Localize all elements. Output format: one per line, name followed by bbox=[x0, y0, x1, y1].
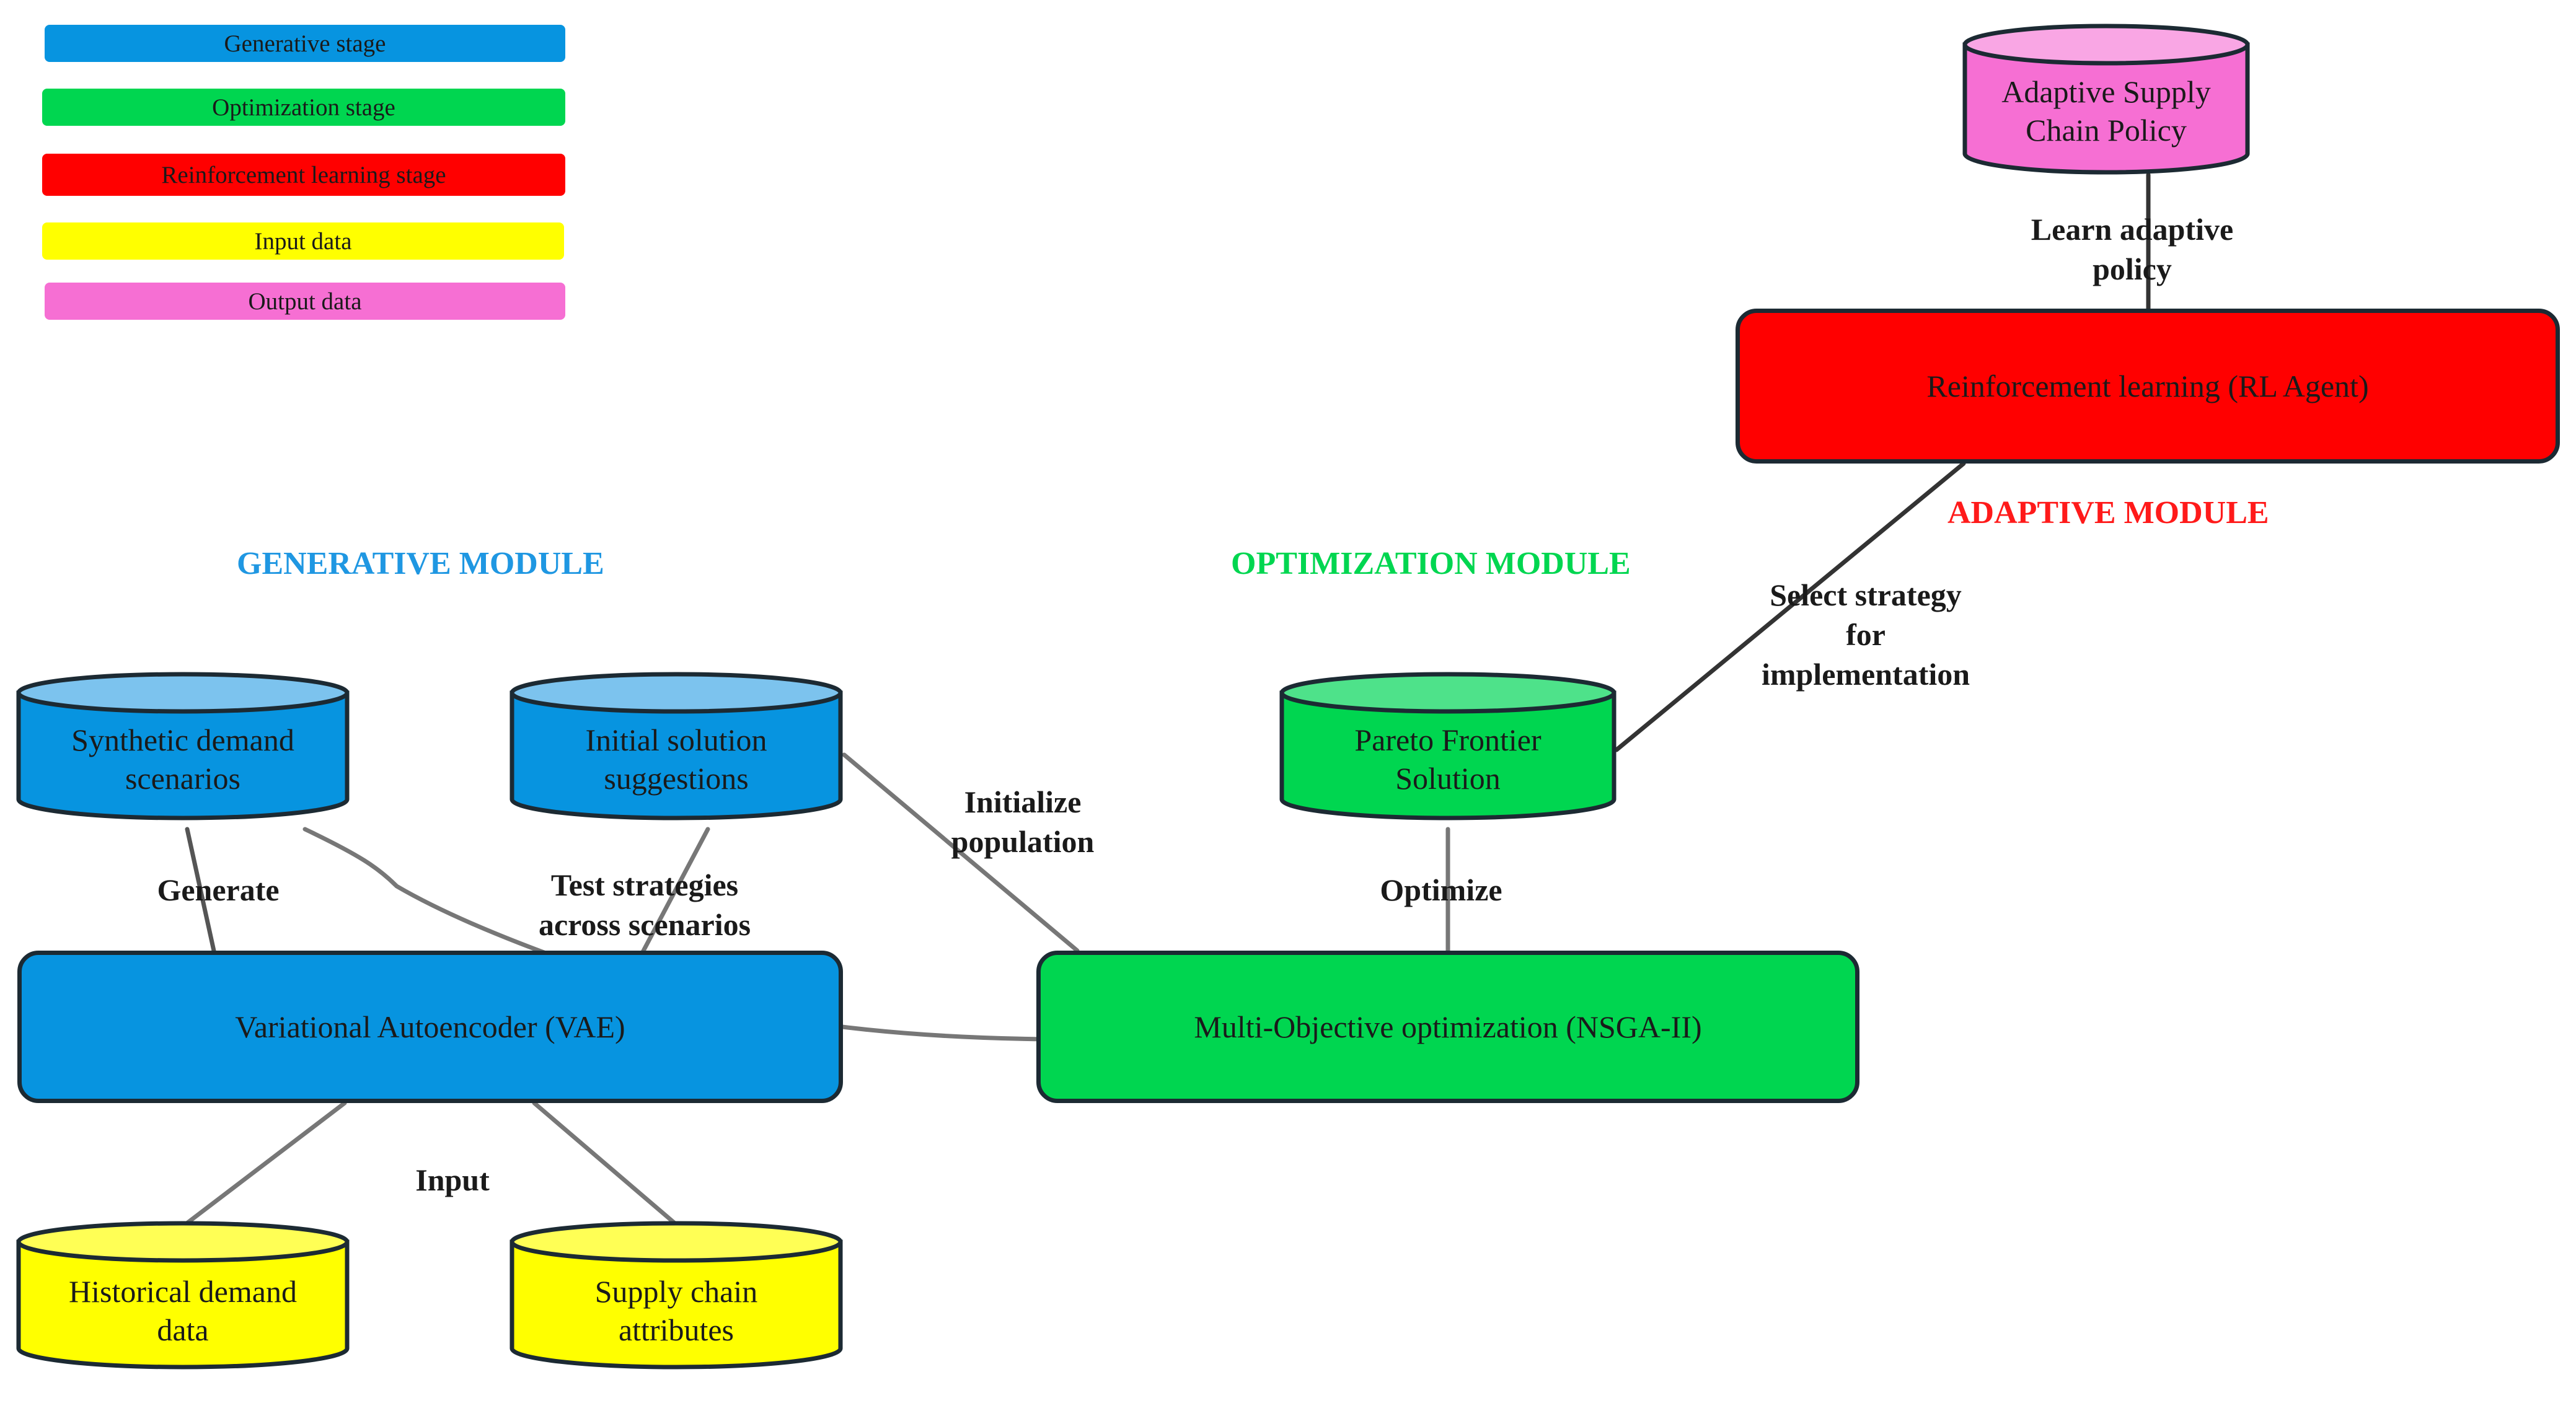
nsga-label: Multi-Objective optimization (NSGA-II) bbox=[1194, 1009, 1702, 1044]
pareto-cylinder-top bbox=[1279, 672, 1617, 714]
policy-label: Adaptive Supply Chain Policy bbox=[2001, 74, 2211, 147]
rl-label: Reinforcement learning (RL Agent) bbox=[1926, 369, 2369, 403]
synthetic-cylinder-top bbox=[16, 672, 350, 714]
historical-cylinder-body bbox=[16, 1239, 350, 1370]
edge-label-generate: Generate bbox=[157, 873, 280, 907]
edge-vae-historical bbox=[183, 1101, 347, 1226]
legend-output-data: Output data bbox=[45, 283, 565, 320]
supply-label: Supply chain attributes bbox=[594, 1274, 758, 1347]
initial-cylinder-top bbox=[509, 672, 843, 714]
edge-label-input: Input bbox=[415, 1163, 490, 1197]
edge-vae-synthetic bbox=[185, 827, 219, 967]
edge-vae-initial bbox=[639, 827, 710, 957]
supply-cylinder-body bbox=[509, 1239, 843, 1370]
edge-label-test: Test strategies across scenarios bbox=[538, 868, 751, 942]
edge-label-select: Select strategy for implementation bbox=[1761, 578, 1970, 692]
edge-label-optimize: Optimize bbox=[1380, 873, 1502, 907]
legend-input-data: Input data bbox=[42, 222, 564, 260]
generative-module-title: GENERATIVE MODULE bbox=[237, 546, 604, 581]
initial-cylinder bbox=[509, 672, 843, 820]
synthetic-cylinder bbox=[16, 672, 350, 820]
legend-generative-stage: Generative stage bbox=[45, 25, 565, 62]
pareto-label: Pareto Frontier Solution bbox=[1354, 723, 1542, 796]
historical-label: Historical demand data bbox=[69, 1274, 297, 1347]
historical-cylinder-top bbox=[16, 1221, 350, 1263]
cylinder-group bbox=[16, 24, 2250, 1370]
edge-vae-supply bbox=[532, 1101, 678, 1226]
edge-initial-nsga bbox=[842, 752, 1080, 953]
supply-cylinder-top bbox=[509, 1221, 843, 1263]
supply-cylinder bbox=[509, 1221, 843, 1370]
policy-cylinder bbox=[1962, 24, 2250, 175]
adaptive-module-title: ADAPTIVE MODULE bbox=[1947, 495, 2269, 530]
legend-rl-stage: Reinforcement learning stage bbox=[42, 154, 565, 196]
historical-cylinder bbox=[16, 1221, 350, 1370]
rl-node: Reinforcement learning (RL Agent) bbox=[1736, 309, 2560, 464]
edge-label-initialize: Initialize population bbox=[951, 785, 1095, 859]
pareto-cylinder-body bbox=[1279, 690, 1617, 820]
legend-optimization-stage: Optimization stage bbox=[42, 89, 565, 126]
policy-cylinder-body bbox=[1962, 42, 2250, 175]
policy-cylinder-top bbox=[1962, 24, 2250, 66]
pareto-cylinder bbox=[1279, 672, 1617, 820]
edge-pareto-rl bbox=[1614, 461, 1966, 752]
edge-label-learn: Learn adaptive policy bbox=[2031, 212, 2234, 286]
initial-cylinder-body bbox=[509, 690, 843, 820]
synthetic-cylinder-body bbox=[16, 690, 350, 820]
initial-label: Initial solution suggestions bbox=[585, 723, 767, 796]
optimization-module-title: OPTIMIZATION MODULE bbox=[1231, 546, 1631, 581]
vae-node: Variational Autoencoder (VAE) bbox=[17, 951, 843, 1103]
vae-label: Variational Autoencoder (VAE) bbox=[235, 1009, 625, 1044]
synthetic-label: Synthetic demand scenarios bbox=[71, 723, 294, 796]
nsga-node: Multi-Objective optimization (NSGA-II) bbox=[1036, 951, 1859, 1103]
